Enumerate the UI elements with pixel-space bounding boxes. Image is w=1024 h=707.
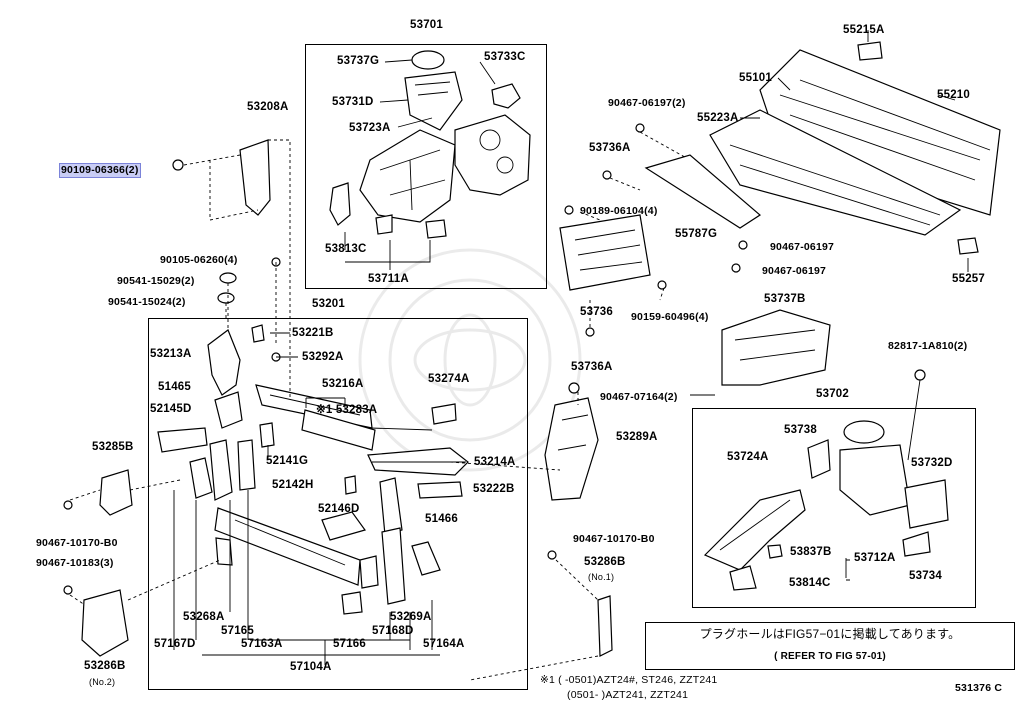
part-label[interactable]: 53732D (911, 457, 953, 469)
part-label[interactable]: 53286B (84, 660, 126, 672)
frame-53201 (148, 318, 528, 690)
frame-53701 (305, 44, 547, 289)
part-label[interactable]: 53736A (571, 361, 613, 373)
part-label[interactable]: 53274A (428, 373, 470, 385)
note-line-en: ( REFER TO FIG 57-01) (774, 651, 886, 662)
part-sub-label: (No.1) (588, 572, 615, 582)
part-label[interactable]: 57104A (290, 661, 332, 673)
part-label[interactable]: 53736A (589, 142, 631, 154)
part-label[interactable]: 53214A (474, 456, 516, 468)
center-parts (449, 123, 691, 681)
part-label[interactable]: 53731D (332, 96, 374, 108)
part-label[interactable]: 51465 (158, 381, 191, 393)
part-label[interactable]: 90467-06197 (770, 241, 835, 253)
part-label[interactable]: 53737G (337, 55, 380, 67)
part-label[interactable]: 53814C (789, 577, 831, 589)
part-label[interactable]: 57166 (333, 638, 366, 650)
part-label[interactable]: 57165 (221, 625, 254, 637)
part-label[interactable]: 53269A (390, 611, 432, 623)
frame-53702 (692, 408, 976, 608)
part-label[interactable]: 90189-06104(4) (580, 205, 658, 217)
part-label[interactable]: 52145D (150, 403, 192, 415)
part-label[interactable]: 53216A (322, 378, 364, 390)
part-label[interactable]: 53711A (368, 273, 409, 285)
part-label[interactable]: 53213A (150, 348, 192, 360)
part-label[interactable]: 53289A (616, 431, 658, 443)
right-lower-parts (690, 309, 949, 591)
part-label[interactable]: 55223A (697, 112, 739, 124)
figure-code: 531376 C (955, 682, 1003, 694)
part-label[interactable]: 53736 (580, 306, 613, 318)
part-label[interactable]: 53737B (764, 293, 806, 305)
part-label[interactable]: 90467-07164(2) (600, 391, 678, 403)
part-label[interactable]: 55257 (952, 273, 985, 285)
part-label[interactable]: 55210 (937, 89, 970, 101)
part-label[interactable]: 53208A (247, 101, 289, 113)
part-label[interactable]: 53733C (484, 51, 526, 63)
part-label[interactable]: 53724A (727, 451, 769, 463)
part-label[interactable]: 53268A (183, 611, 225, 623)
part-label[interactable]: 82817-1A810(2) (888, 340, 968, 352)
part-label[interactable]: 53712A (854, 552, 896, 564)
part-label[interactable]: 52142H (272, 479, 314, 491)
part-label[interactable]: 90467-10170-B0 (573, 533, 655, 545)
part-label[interactable]: 90467-06197(2) (608, 97, 686, 109)
part-label[interactable]: 53221B (292, 327, 334, 339)
part-label[interactable]: 57163A (241, 638, 283, 650)
footnote-line2: (0501- )AZT241, ZZT241 (567, 689, 689, 701)
part-label[interactable]: 53738 (784, 424, 817, 436)
part-label[interactable]: 53813C (325, 243, 367, 255)
toyota-seal-watermark (358, 248, 582, 472)
part-label[interactable]: 53837B (790, 546, 832, 558)
part-label[interactable]: 90105-06260(4) (160, 254, 238, 266)
part-label[interactable]: 53723A (349, 122, 391, 134)
left-parts (63, 139, 291, 657)
part-label[interactable]: 55787G (675, 228, 718, 240)
part-label[interactable]: 55215A (843, 24, 885, 36)
plug-hole-note: プラグホールはFIG57−01に掲載してあります。 ( REFER TO FIG… (645, 622, 1015, 670)
part-label[interactable]: 90159-60496(4) (631, 311, 709, 323)
note-line-jp: プラグホールはFIG57−01に掲載してあります。 (699, 627, 961, 641)
frame-53201-label: 53201 (312, 298, 345, 310)
part-label[interactable]: 57164A (423, 638, 465, 650)
group-53701-parts (329, 50, 531, 270)
part-label[interactable]: 53292A (302, 351, 344, 363)
part-label[interactable]: 57167D (154, 638, 196, 650)
part-label[interactable]: 90541-15029(2) (117, 275, 195, 287)
part-label[interactable]: 53285B (92, 441, 134, 453)
part-label[interactable]: 90467-10183(3) (36, 557, 114, 569)
group-53201-parts (157, 324, 469, 665)
part-label[interactable]: 55101 (739, 72, 772, 84)
part-sub-label: (No.2) (89, 677, 116, 687)
frame-53701-label: 53701 (410, 19, 443, 31)
part-label[interactable]: 51466 (425, 513, 458, 525)
frame-53702-label: 53702 (816, 388, 849, 400)
right-upper-parts (644, 30, 1001, 273)
part-label[interactable]: 90467-06197 (762, 265, 827, 277)
part-label[interactable]: 53734 (909, 570, 942, 582)
highlighted-part-label[interactable]: 90109-06366(2) (59, 163, 141, 178)
part-label[interactable]: 57168D (372, 625, 414, 637)
part-label[interactable]: 53286B (584, 556, 626, 568)
footnote-line1: ※1 ( -0501)AZT24#, ST246, ZZT241 (540, 674, 718, 686)
part-label[interactable]: 52146D (318, 503, 360, 515)
part-label[interactable]: 52141G (266, 455, 309, 467)
part-label[interactable]: 53222B (473, 483, 515, 495)
part-label[interactable]: 90541-15024(2) (108, 296, 186, 308)
part-label[interactable]: ※1 53283A (316, 404, 378, 416)
part-label[interactable]: 90467-10170-B0 (36, 537, 118, 549)
